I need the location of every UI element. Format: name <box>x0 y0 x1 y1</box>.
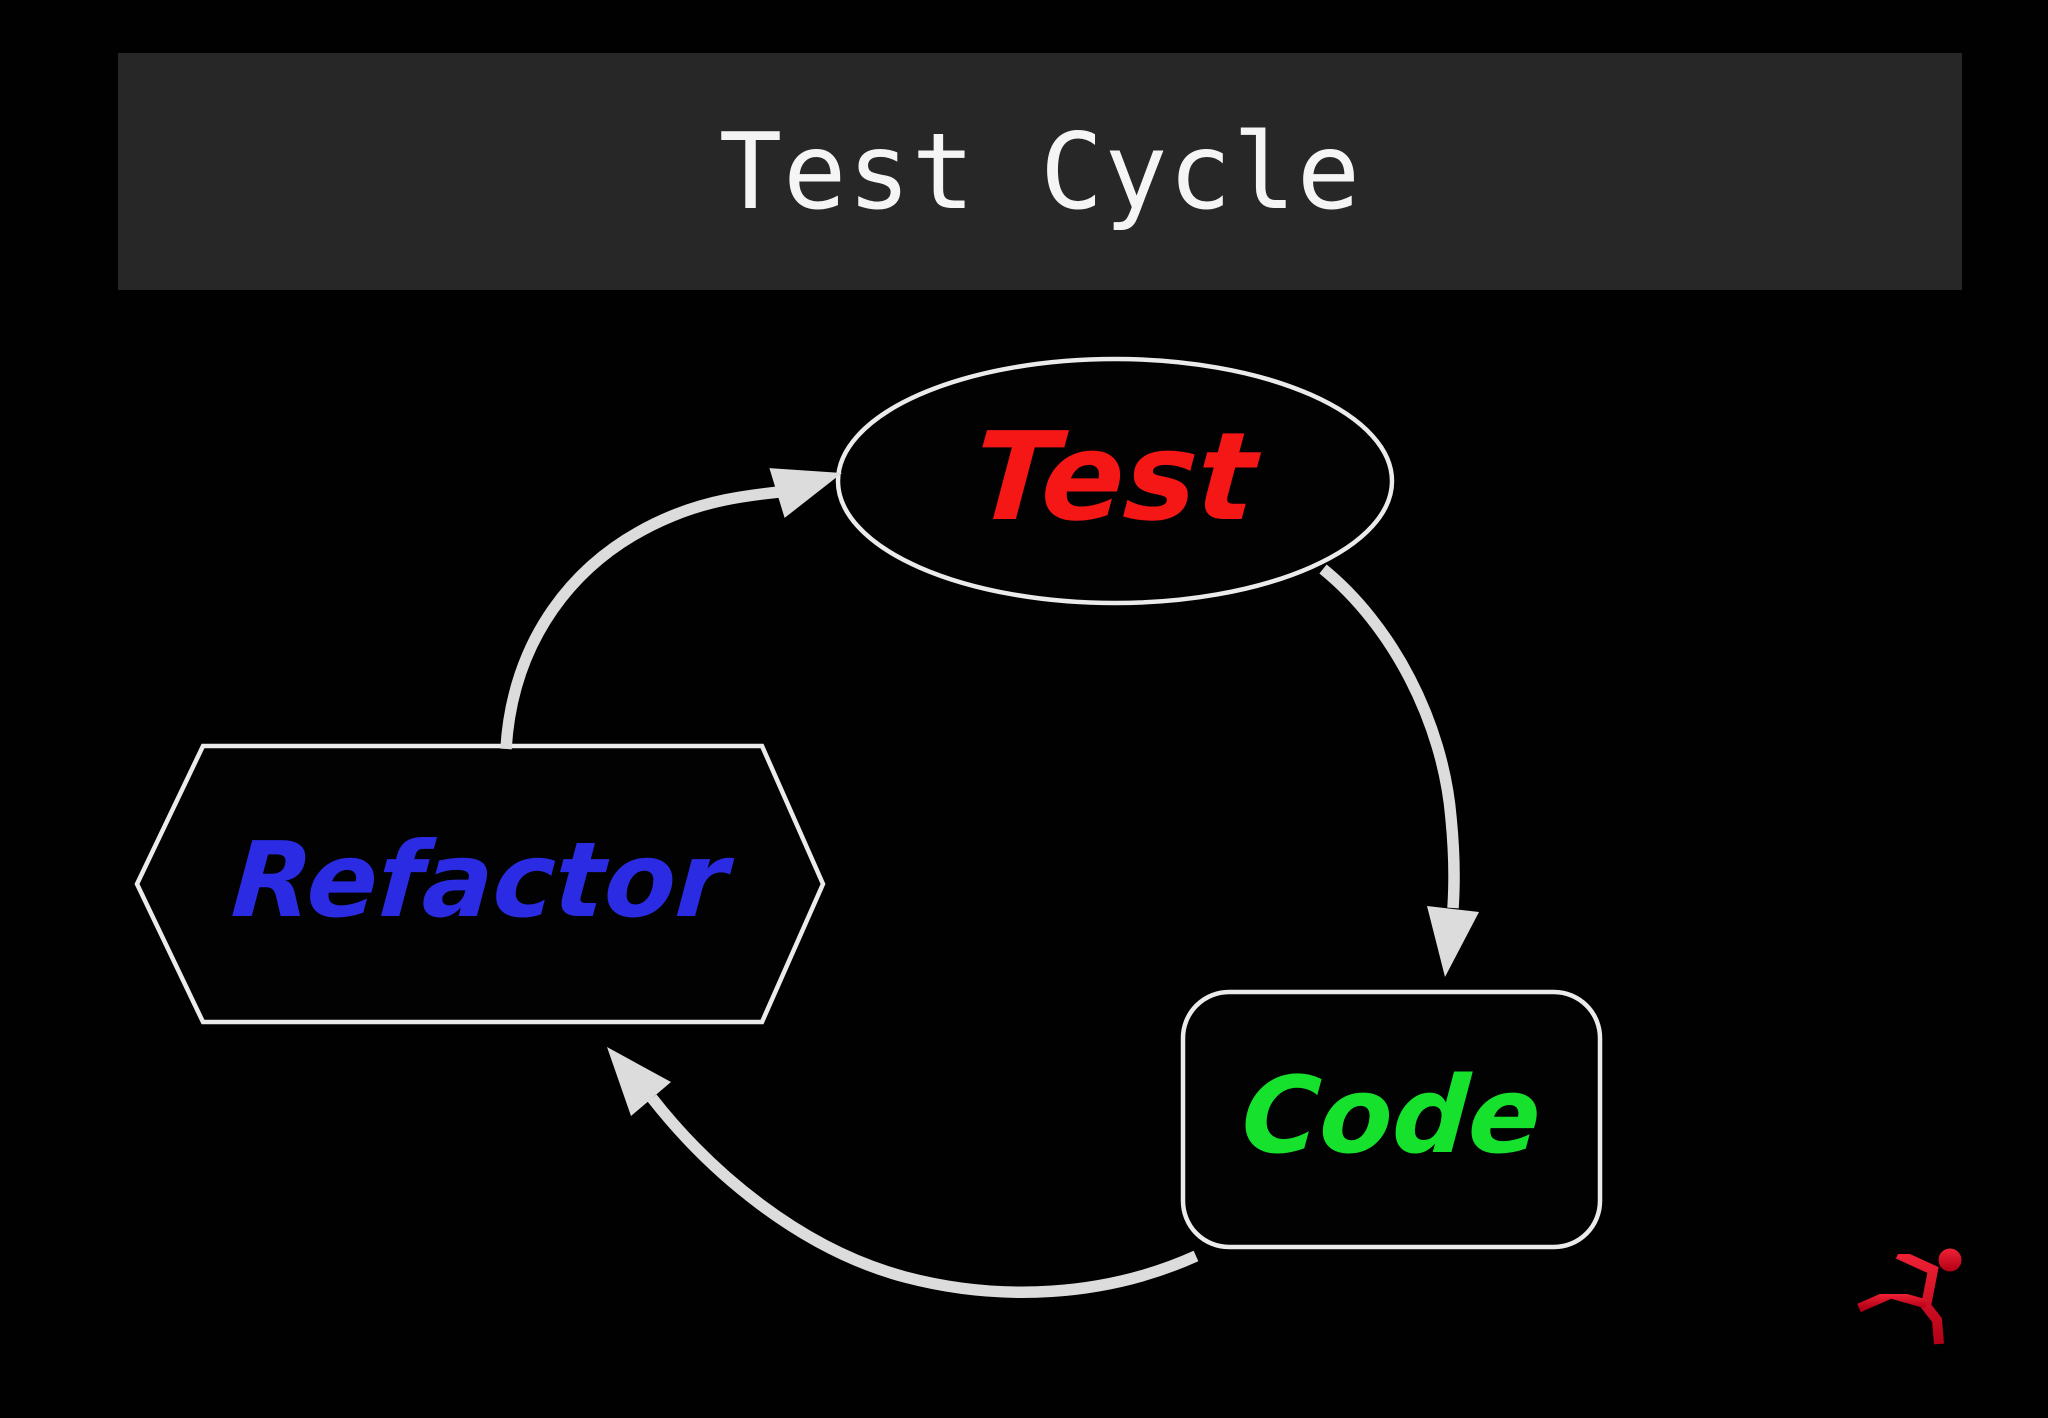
edge-code-to-refactor <box>607 1047 1199 1298</box>
logo-body <box>1895 1249 1944 1345</box>
edge-test-to-code <box>1319 564 1479 977</box>
edge-refactor-to-test <box>500 468 842 750</box>
arrowhead-icon <box>769 468 842 518</box>
code-node-rounded-rect <box>1180 989 1603 1250</box>
logo-back-leg <box>1857 1289 1928 1313</box>
running-man-logo <box>1851 1236 1965 1354</box>
test-node-ellipse <box>835 356 1395 606</box>
page-title: Test Cycle <box>718 110 1362 233</box>
arrowhead-icon <box>607 1047 671 1116</box>
title-bar: Test Cycle <box>118 53 1962 290</box>
refactor-node-hexagon <box>134 743 826 1025</box>
arrowhead-icon <box>1427 906 1479 977</box>
logo-head <box>1938 1248 1962 1272</box>
